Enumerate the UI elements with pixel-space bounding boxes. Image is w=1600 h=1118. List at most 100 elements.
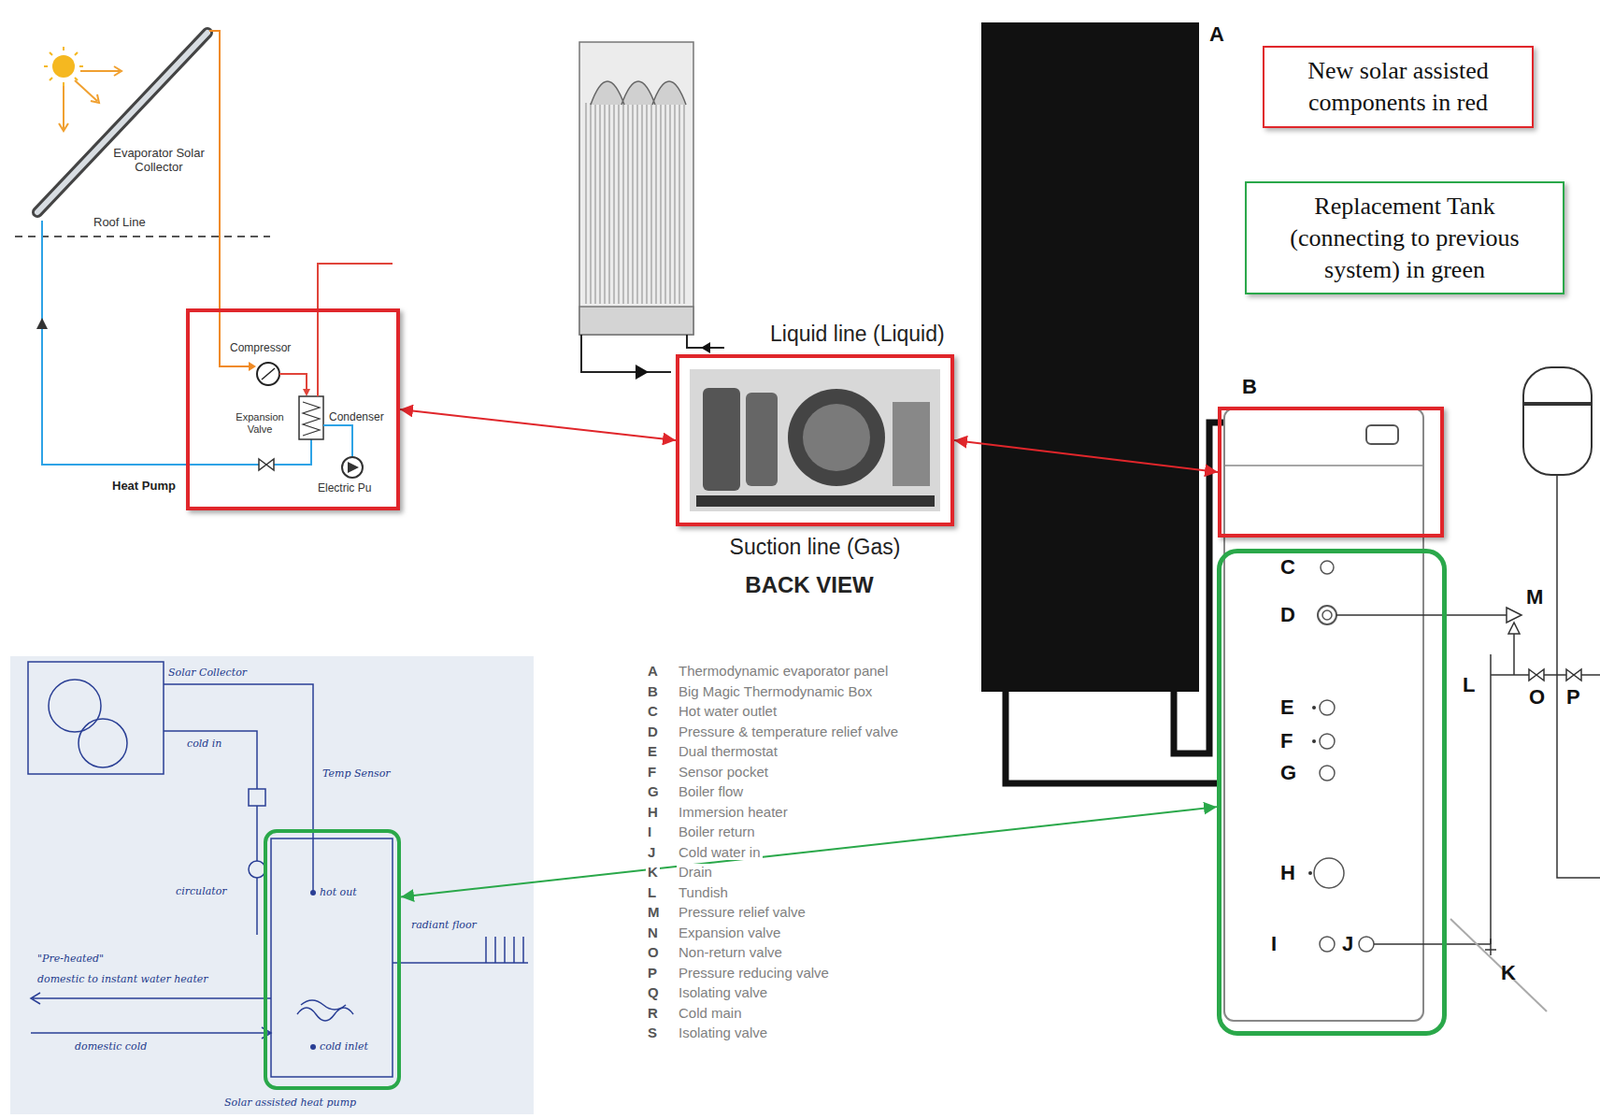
key-letter: H <box>645 803 660 820</box>
valve-symbol <box>1566 669 1582 681</box>
sketch-arrow <box>30 992 272 1004</box>
port <box>1320 560 1334 574</box>
heat-pump-box: CompressorExpansion ValveCondenserElectr… <box>185 308 400 511</box>
callout-letter: M <box>1526 586 1543 608</box>
pipe <box>1557 474 1600 878</box>
key-description: Thermodynamic evaporator panel <box>676 662 890 679</box>
pipe-label: Liquid line (Liquid) <box>770 321 945 347</box>
callout-letter: I <box>1271 933 1277 955</box>
coil-fins <box>585 102 688 304</box>
key-letter: N <box>645 924 660 941</box>
key-letter: A <box>645 662 660 679</box>
sun-arrow <box>80 66 122 76</box>
component-label: Condenser <box>328 411 385 425</box>
pump-symbol <box>342 457 363 478</box>
collector-label: Evaporator Solar Collector <box>112 146 206 175</box>
tundish-pipe <box>1450 918 1547 1012</box>
water-pipe <box>323 425 353 458</box>
sketch-port <box>310 889 316 896</box>
handwritten-label: cold in <box>186 738 222 751</box>
pipe <box>1513 633 1515 675</box>
port <box>1358 936 1374 952</box>
sketch-pipe <box>163 684 314 893</box>
key-description: Cold water in <box>676 843 763 860</box>
sketch-tank-box: hot outcold inlet <box>263 828 401 1090</box>
sketch-valve <box>248 788 266 806</box>
legend-text: Replacement Tank (connecting to previous… <box>1256 190 1554 286</box>
callout-letter: E <box>1280 697 1295 718</box>
key-letter: L <box>645 884 658 900</box>
handwritten-label: hot out <box>319 885 358 899</box>
sun-rays <box>43 46 84 86</box>
flow-arrow <box>302 388 311 397</box>
key-description: Isolating valve <box>676 1024 770 1041</box>
legend-box: New solar assisted components in red <box>1262 45 1534 129</box>
tank-display <box>1366 425 1399 444</box>
thermodynamic-box: B <box>1217 406 1444 538</box>
key-letter: R <box>645 1004 660 1021</box>
component-label: Electric Pu <box>317 482 372 496</box>
handwritten-label: Temp Sensor <box>322 768 391 781</box>
handwritten-label: "Pre-heated" <box>37 953 104 966</box>
tank <box>1224 408 1424 1021</box>
callout-letter: O <box>1528 686 1545 708</box>
key-description: Drain <box>676 863 715 880</box>
connector-arrow <box>400 806 1217 897</box>
flow-arrow <box>36 317 48 329</box>
port <box>1319 700 1335 715</box>
callout-letter: K <box>1500 962 1516 984</box>
key-description: Pressure reducing valve <box>676 964 831 981</box>
key-letter: S <box>645 1024 659 1041</box>
hot-gas-pipe <box>209 30 255 367</box>
unit-part <box>702 387 741 491</box>
valve-symbol <box>1528 669 1544 681</box>
key-letter: P <box>645 964 659 981</box>
expansion-vessel-band <box>1523 401 1592 406</box>
key-description: Isolating valve <box>676 984 770 1000</box>
connector-arrow <box>954 440 1218 472</box>
relief-valve-symbol <box>1508 622 1520 634</box>
solar-collector-glass <box>37 32 208 213</box>
port-dot <box>1308 871 1313 875</box>
hot-water-pipe <box>317 263 393 397</box>
heat-pump-unit-box: Liquid line (Liquid)Suction line (Gas) <box>675 354 955 527</box>
key-description: Pressure & temperature relief valve <box>676 723 900 740</box>
callout-letter: L <box>1462 674 1475 696</box>
key-description: Sensor pocket <box>676 763 771 780</box>
compressor-symbol <box>261 368 275 380</box>
flow-arrow <box>635 364 649 380</box>
callout-letter: D <box>1280 604 1296 626</box>
handwritten-label: radiant floor <box>411 919 477 932</box>
port-dot <box>1312 705 1316 710</box>
pipe <box>1373 942 1491 945</box>
relief-valve-symbol <box>1506 607 1522 623</box>
pipe-label: Suction line (Gas) <box>679 534 951 560</box>
view-label: BACK VIEW <box>734 571 885 599</box>
sketch-pipe <box>163 730 258 789</box>
key-letter: I <box>645 823 654 840</box>
callout-letter: H <box>1280 862 1296 884</box>
port <box>1314 857 1344 888</box>
callout-letter: C <box>1280 557 1296 578</box>
key-letter: Q <box>645 984 661 1000</box>
key-description: Boiler flow <box>676 783 745 800</box>
key-letter: D <box>645 723 660 740</box>
key-letter: C <box>645 702 660 719</box>
callout-letter: G <box>1280 762 1297 784</box>
component-label: Expansion Valve <box>227 411 293 435</box>
key-description: Expansion valve <box>676 924 783 941</box>
valve-symbol <box>258 458 274 471</box>
handwritten-label: circulator <box>175 885 228 899</box>
handwritten-label: Solar Collector <box>168 667 247 680</box>
key-description: Cold main <box>676 1004 744 1021</box>
flow-arrow <box>248 361 257 372</box>
sun-arrow <box>58 85 69 131</box>
key-description: Dual thermostat <box>676 742 780 759</box>
pipe <box>1489 654 1492 944</box>
key-description: Immersion heater <box>676 803 790 820</box>
key-letter: J <box>645 843 658 860</box>
tank-line <box>1224 464 1424 467</box>
cold-pipe <box>42 220 312 465</box>
unit-fan <box>787 388 886 486</box>
